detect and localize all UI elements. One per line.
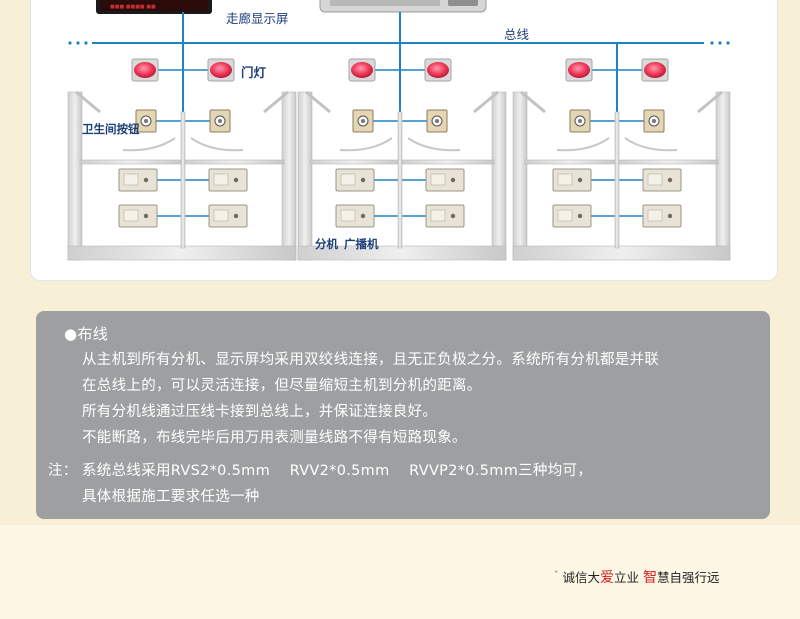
unit-3-extension-key-3 <box>577 213 583 219</box>
unit-1-extension-key-4 <box>233 213 239 219</box>
bus-label: 总线 <box>504 27 530 42</box>
unit-3-door-lamp-2 <box>644 62 666 78</box>
unit-3-extension-speaker-4 <box>647 209 663 222</box>
unit-1-bath-door-right <box>190 137 244 152</box>
unit-1-door-lamp-2 <box>210 62 232 78</box>
unit-2-center-wall <box>397 111 403 249</box>
unit-2-extension-key-3 <box>360 213 366 219</box>
unit-3-left-wall <box>512 91 528 261</box>
bus-dot-right-1 <box>710 41 714 45</box>
unit-2-door-lamp-1 <box>351 62 373 78</box>
unit-2-extension-key-1 <box>360 177 366 183</box>
unit-3-left-door <box>520 90 546 114</box>
door-light-label: 门灯 <box>241 65 267 80</box>
unit-1-bath-button-dot-1 <box>144 119 148 123</box>
bus-dot-left-1 <box>68 41 72 45</box>
slogan-part-2: 立业 <box>614 570 640 585</box>
svg-text:■■■ ■■■■ ■■: ■■■ ■■■■ ■■ <box>110 4 156 10</box>
unit-1-left-door <box>75 90 101 114</box>
slogan-part-1: 诚信大 <box>562 570 600 585</box>
host-device <box>319 0 487 13</box>
unit-1-right-wall <box>281 91 297 261</box>
unit-1-center-wall <box>180 111 186 249</box>
notes-line-2: 在总线上的，可以灵活连接，但尽量缩短主机到分机的距离。 <box>82 378 482 394</box>
unit-2-door-lamp-2 <box>427 62 449 78</box>
slogan-red-1: 爱 <box>600 570 614 586</box>
bus-dot-right-2 <box>718 41 722 45</box>
unit-3-bath-button-dot-2 <box>652 119 656 123</box>
unit-2-extension-key-4 <box>450 213 456 219</box>
unit-2-left-door <box>305 90 331 114</box>
notes-line-4: 不能断路，布线完毕后用万用表测量线路不得有短路现象。 <box>82 430 467 446</box>
unit-1-right-partition <box>184 159 285 165</box>
unit-2-left-wall <box>297 91 313 261</box>
unit-3-extension-key-1 <box>577 177 583 183</box>
unit-1-extension-speaker-3 <box>123 209 139 222</box>
slogan-mark: ˇ <box>554 571 559 581</box>
unit-3-left-partition <box>524 159 616 165</box>
unit-1-door-lamp-1 <box>134 62 156 78</box>
unit-3-bath-door-left <box>556 137 610 152</box>
unit-2-extension-speaker-2 <box>430 173 446 186</box>
bathroom-button-label: 卫生间按钮 <box>82 122 140 136</box>
bus-dot-right-3 <box>726 41 730 45</box>
unit-3-bottom-wall <box>512 245 731 261</box>
note-label: 注： <box>48 463 78 479</box>
broadcaster-label: 广播机 <box>344 237 379 251</box>
company-slogan: ˇ 诚信大爱立业 智慧自强行远 <box>554 567 720 587</box>
unit-1-left-partition <box>79 159 182 165</box>
unit-2-right-wall <box>491 91 507 261</box>
notes-line-3: 所有分机线通过压线卡接到总线上，并保证连接良好。 <box>82 404 438 420</box>
wiring-diagram: ■■■ ■■■■ ■■ <box>67 0 731 261</box>
slogan-part-3: 慧自强行远 <box>657 570 720 585</box>
corridor-display-screen: ■■■ ■■■■ ■■ <box>96 0 212 14</box>
bus-dot-left-3 <box>84 41 88 45</box>
unit-3-right-partition <box>618 159 719 165</box>
unit-3-bath-door-right <box>624 137 678 152</box>
unit-3-extension-key-4 <box>667 213 673 219</box>
unit-2-right-partition <box>401 159 495 165</box>
unit-2-bath-door-right <box>407 137 461 152</box>
extension-label: 分机 <box>315 237 338 251</box>
unit-2-extension-speaker-1 <box>340 173 356 186</box>
unit-3-door-lamp-1 <box>568 62 590 78</box>
unit-3-right-door <box>697 90 723 114</box>
note-line-2: 具体根据施工要求任选一种 <box>82 489 260 505</box>
corridor-display-label: 走廊显示屏 <box>226 11 289 26</box>
unit-2-extension-speaker-4 <box>430 209 446 222</box>
unit-1-extension-speaker-2 <box>213 173 229 186</box>
unit-3-extension-speaker-1 <box>557 173 573 186</box>
unit-3-extension-speaker-3 <box>557 209 573 222</box>
unit-3-center-wall <box>614 111 620 249</box>
unit-2-right-door <box>473 90 499 114</box>
wiring-notes-panel: ●布线 从主机到所有分机、显示屏均采用双绞线连接，且无正负极之分。系统所有分机都… <box>36 311 770 519</box>
unit-1-extension-speaker-4 <box>213 209 229 222</box>
unit-2-left-partition <box>309 159 399 165</box>
note-line-1: 系统总线采用RVS2*0.5mm RVV2*0.5mm RVVP2*0.5mm三… <box>82 463 593 479</box>
unit-1-extension-speaker-1 <box>123 173 139 186</box>
unit-1-extension-key-3 <box>143 213 149 219</box>
notes-heading: ●布线 <box>64 325 108 343</box>
unit-1-bath-door-left <box>122 137 176 152</box>
unit-1-right-door <box>263 90 289 114</box>
unit-3-right-wall <box>715 91 731 261</box>
bus-dot-left-2 <box>76 41 80 45</box>
unit-2-bath-door-left <box>339 137 393 152</box>
unit-2-extension-key-2 <box>450 177 456 183</box>
unit-2-bath-button-dot-1 <box>361 119 365 123</box>
unit-1-extension-key-1 <box>143 177 149 183</box>
unit-1-left-wall <box>67 91 83 261</box>
unit-3-extension-key-2 <box>667 177 673 183</box>
unit-3-extension-speaker-2 <box>647 173 663 186</box>
unit-1-extension-key-2 <box>233 177 239 183</box>
wiring-diagram-card <box>30 0 778 281</box>
unit-2-bath-button-dot-2 <box>435 119 439 123</box>
unit-1-bath-button-dot-2 <box>218 119 222 123</box>
unit-3-bath-button-dot-1 <box>578 119 582 123</box>
notes-line-1: 从主机到所有分机、显示屏均采用双绞线连接，且无正负极之分。系统所有分机都是并联 <box>82 352 660 368</box>
slogan-red-2: 智 <box>643 570 657 586</box>
unit-2-extension-speaker-3 <box>340 209 356 222</box>
